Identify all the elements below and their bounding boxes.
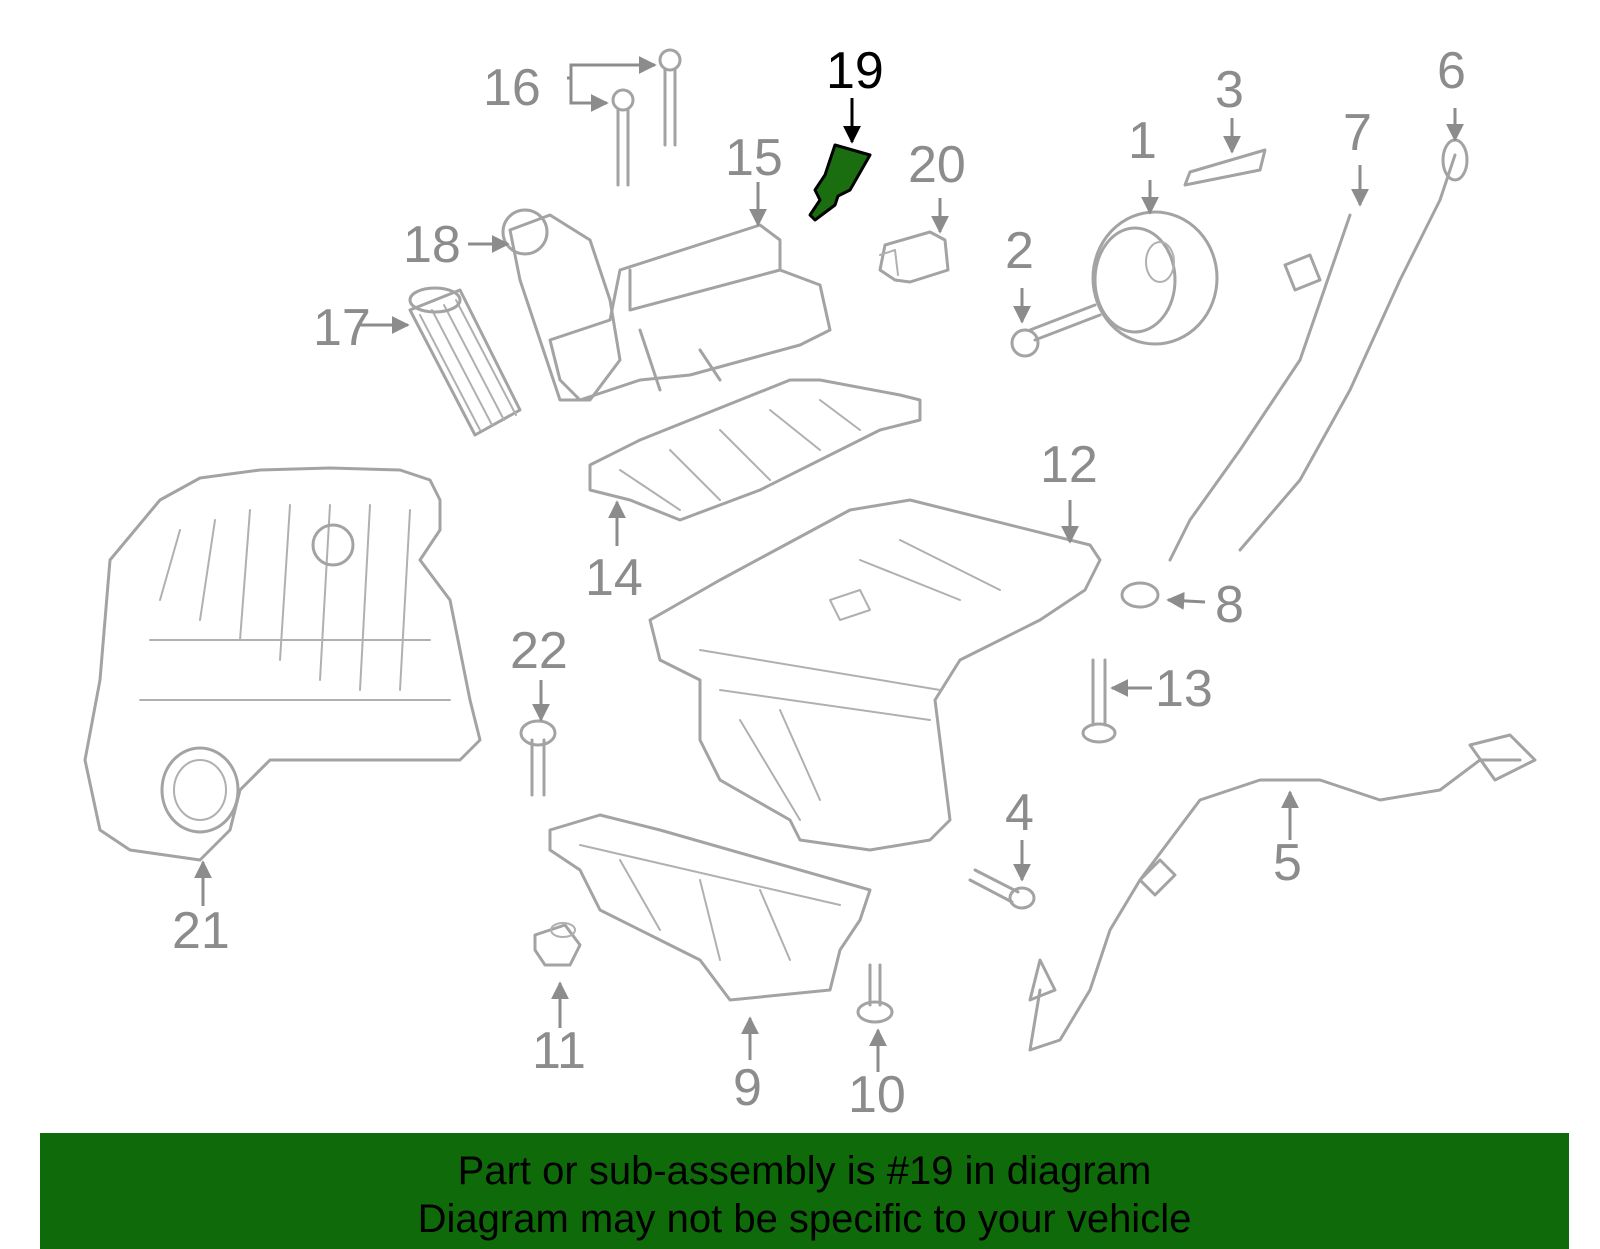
callout-20: 20 [908,136,966,194]
callout-1: 1 [1128,112,1157,170]
callout-4: 4 [1005,784,1034,842]
callout-6: 6 [1437,42,1466,100]
part-1-pulley [1091,210,1219,346]
callout-22: 22 [510,622,568,680]
leader-lines [194,56,1464,1072]
part-17-oil-filter-element [408,286,522,437]
banner-line-part: Part or sub-assembly is #19 in diagram [457,1149,1152,1193]
callout-8: 8 [1215,576,1244,634]
part-20-pressure-switch [878,230,950,284]
part-14-windage-tray [588,378,922,522]
part-6-7-dipstick-tube [1168,138,1469,562]
part-11-plug [533,922,582,967]
part-9-lower-oil-pan [548,813,872,1002]
part-3-seal [1183,148,1267,187]
part-21-intake-manifold [83,466,482,862]
callout-3: 3 [1215,61,1244,119]
callout-7: 7 [1343,104,1372,162]
part-19-sensor [808,143,872,222]
part-12-upper-oil-pan [648,498,1102,852]
part-16-bolts [611,48,682,187]
info-banner: Part or sub-assembly is #19 in diagram D… [40,1133,1569,1249]
callout-10: 10 [848,1066,906,1124]
callout-9: 9 [733,1059,762,1117]
part-22-bolt [519,719,557,797]
part-4-bolt [968,868,1036,910]
callout-12: 12 [1040,436,1098,494]
callout-14: 14 [585,549,643,607]
callout-13: 13 [1155,660,1213,718]
part-5-wire-harness [1028,733,1537,1052]
callout-19: 19 [826,42,884,100]
callout-18: 18 [403,216,461,274]
part-10-bolt [856,963,894,1024]
part-15-oil-filter-housing [501,208,832,402]
callout-16: 16 [483,59,541,117]
banner-line-disclaimer: Diagram may not be specific to your vehi… [417,1197,1192,1241]
callout-5: 5 [1273,834,1302,892]
part-8-o-ring [1120,581,1160,609]
part-2-bolt [1010,303,1102,358]
callout-15: 15 [725,129,783,187]
callout-11: 11 [532,1022,586,1080]
callout-21: 21 [172,902,230,960]
callout-17: 17 [313,299,371,357]
part-13-stud [1081,658,1117,744]
callout-2: 2 [1005,222,1034,280]
